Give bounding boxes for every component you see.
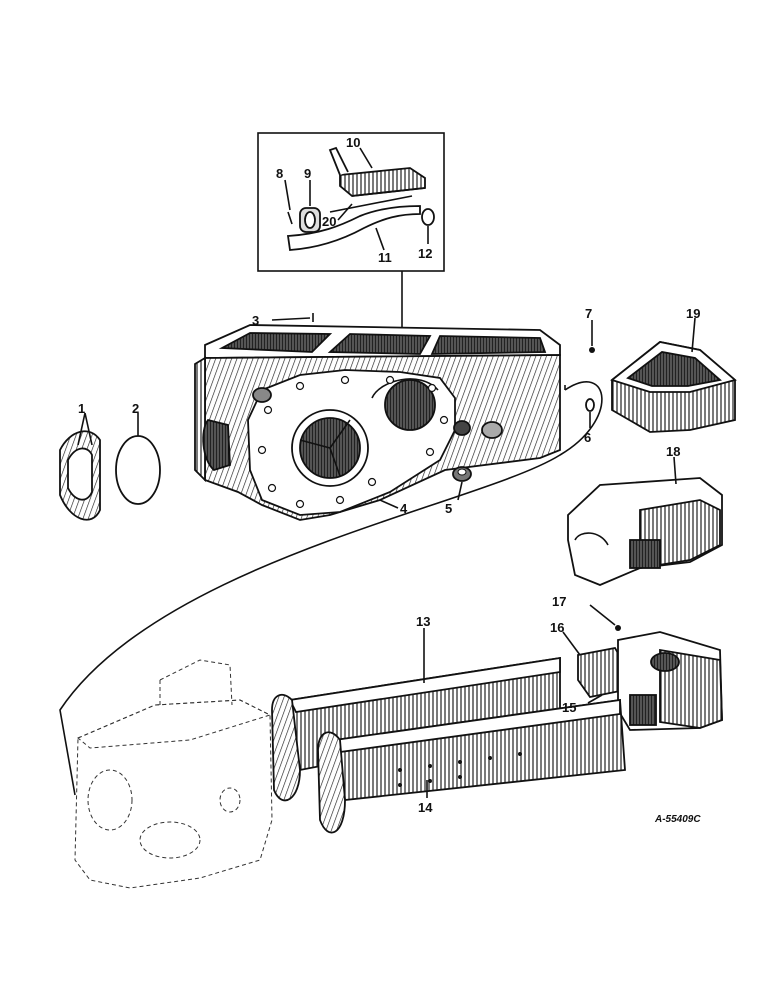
- callout-9: 9: [304, 166, 311, 181]
- phantom-housing-shape: [74, 659, 273, 889]
- part-2-gasket-shape: [115, 435, 161, 505]
- callout-12: 12: [418, 246, 432, 261]
- callout-5: 5: [445, 501, 452, 516]
- callout-13: 13: [416, 614, 430, 629]
- part-9-bushing-shape: [299, 207, 321, 233]
- callout-19: 19: [686, 306, 700, 321]
- part-20-tube-shape: [329, 195, 413, 213]
- callout-15: 15: [562, 700, 576, 715]
- callout-11: 11: [378, 250, 392, 265]
- callout-16: 16: [550, 620, 564, 635]
- part-5-plug-shape: [452, 466, 472, 482]
- part-8-pin-shape: [287, 211, 293, 225]
- callout-8: 8: [276, 166, 283, 181]
- callout-17: 17: [552, 594, 566, 609]
- callout-14: 14: [418, 800, 433, 815]
- callout-labels: 1 2 3 4 5 6 7 8 9 10 11 12 13 14 15 16 1…: [78, 135, 700, 815]
- callout-20: 20: [322, 214, 336, 229]
- callout-7: 7: [585, 306, 592, 321]
- part-19-platform-shape: [610, 341, 737, 433]
- leader-lines: [77, 147, 696, 798]
- part-14-rail-shape: [317, 698, 626, 834]
- part-18-bracket-shape: [567, 477, 723, 586]
- drawing-code: A-55409C: [654, 814, 701, 825]
- part-7-fitting-shape: [589, 347, 595, 353]
- callout-3: 3: [252, 313, 259, 328]
- part-17-bolt-shape: [615, 625, 621, 631]
- part-15-support-shape: [617, 631, 723, 731]
- part-12-seal-shape: [421, 208, 435, 226]
- part-1-cover-shape: [59, 430, 101, 521]
- callout-10: 10: [346, 135, 360, 150]
- part-6-ring-shape: [585, 398, 595, 412]
- part-11-lever-shape: [286, 205, 421, 251]
- main-housing-shape: [194, 324, 561, 521]
- callout-1: 1: [78, 401, 85, 416]
- callout-18: 18: [666, 444, 680, 459]
- callout-6: 6: [584, 430, 591, 445]
- callout-4: 4: [400, 501, 408, 516]
- connector-curve: [59, 381, 603, 796]
- part-10-filter-shape: [328, 146, 426, 197]
- callout-2: 2: [132, 401, 139, 416]
